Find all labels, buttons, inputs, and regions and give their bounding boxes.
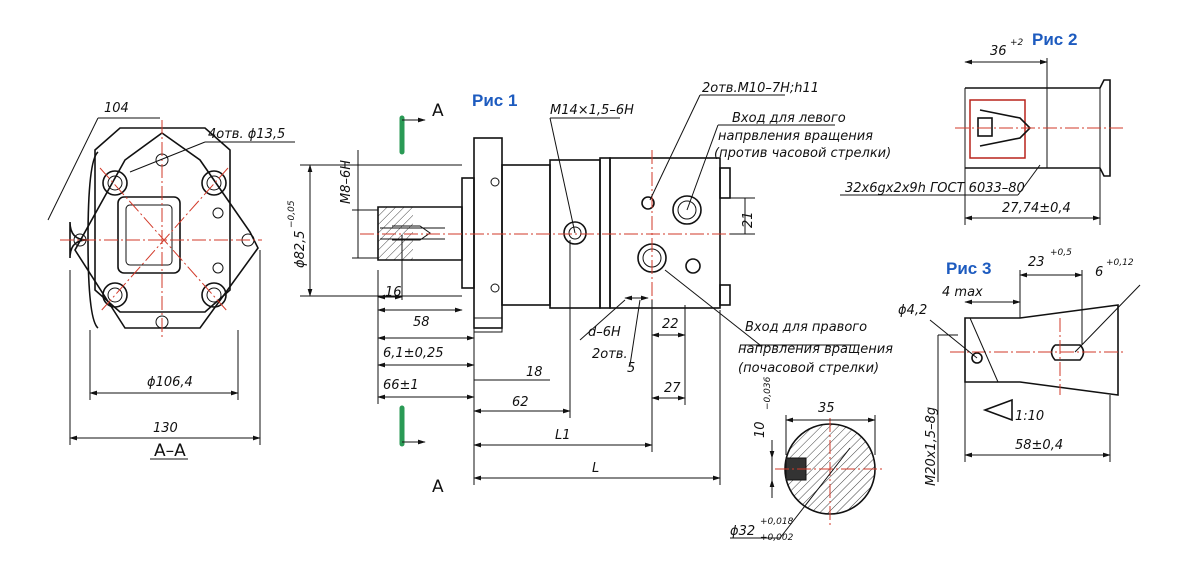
section-label-a-a: А–А <box>154 441 186 461</box>
dim-36-tol: +2 <box>1010 38 1024 48</box>
dim-21: 21 <box>741 211 756 228</box>
note-taper-1-10: 1:10 <box>1015 409 1044 424</box>
dim-62: 62 <box>512 395 529 410</box>
figure-2-title: Рис 2 <box>1032 30 1077 49</box>
dim-23: 23 <box>1028 255 1045 270</box>
dim-4-max: 4 max <box>942 285 983 300</box>
note-right-inlet-3: (почасовой стрелки) <box>738 361 879 376</box>
dim-104: 104 <box>104 101 129 116</box>
dim-130: 130 <box>153 421 178 436</box>
dim-10-tol: −0,036 <box>763 376 773 410</box>
dim-m8: M8–6H <box>339 160 354 204</box>
shaft-key-section <box>730 415 885 539</box>
dim-m20: M20x1,5–8g <box>924 407 939 486</box>
section-a-a-view <box>47 117 295 460</box>
dim-6-1: 6,1±0,25 <box>383 346 444 361</box>
dim-phi-32: ϕ32 <box>730 524 755 539</box>
note-left-inlet-3: (против часовой стрелки) <box>714 146 891 161</box>
dim-23-tol: +0,5 <box>1050 248 1072 258</box>
dim-22: 22 <box>662 317 679 332</box>
note-left-inlet-1: Вход для левого <box>732 111 846 126</box>
dim-66: 66±1 <box>383 378 419 393</box>
main-motor-view <box>300 94 860 485</box>
dim-27: 27 <box>664 381 681 396</box>
dim-58-4: 58±0,4 <box>1015 438 1063 453</box>
dim-phi-82-5-tol: −0,05 <box>287 200 297 228</box>
section-mark-a-bottom: А <box>432 477 444 497</box>
dim-35: 35 <box>818 401 835 416</box>
figure-3-title: Рис 3 <box>946 259 991 278</box>
dim-d-6h: d–6H <box>588 325 621 340</box>
note-right-inlet-1: Вход для правого <box>745 320 867 335</box>
figure-2-splined-shaft <box>840 58 1125 225</box>
dim-phi-4-2: ϕ4,2 <box>898 303 927 318</box>
dim-phi-32-tol-upper: +0,018 <box>760 517 794 527</box>
dim-27-74: 27,74±0,4 <box>1002 201 1071 216</box>
note-left-inlet-2: напрвления вращения <box>718 129 873 144</box>
figure-1-title: Рис 1 <box>472 91 517 110</box>
figure-3-tapered-shaft <box>929 270 1141 482</box>
dim-106-4: ϕ106,4 <box>147 375 193 390</box>
dim-6-tol: +0,12 <box>1106 258 1134 268</box>
dim-l1: L1 <box>555 428 571 443</box>
dim-6: 6 <box>1095 265 1103 280</box>
dim-4-holes: 4отв. ϕ13,5 <box>208 127 285 142</box>
note-right-inlet-2: напрвления вращения <box>738 342 893 357</box>
dim-l: L <box>592 461 599 476</box>
dim-m14: M14×1,5–6H <box>550 103 634 118</box>
dim-10: 10 <box>753 421 768 438</box>
dim-5: 5 <box>627 361 635 376</box>
section-mark-a-top: А <box>432 101 444 121</box>
note-spline-gost: 32x6gx2x9h ГОСТ 6033–80 <box>845 181 1025 196</box>
dim-phi-32-tol-lower: +0,002 <box>760 533 794 543</box>
dim-18: 18 <box>526 365 543 380</box>
dim-2otv-m10: 2отв.M10–7H;h11 <box>702 81 819 96</box>
dim-2otv: 2отв. <box>592 347 628 362</box>
dim-phi-82-5: ϕ82,5 <box>293 230 308 268</box>
dim-58: 58 <box>413 315 430 330</box>
dim-36: 36 <box>990 44 1007 59</box>
dim-16: 16 <box>385 285 402 300</box>
